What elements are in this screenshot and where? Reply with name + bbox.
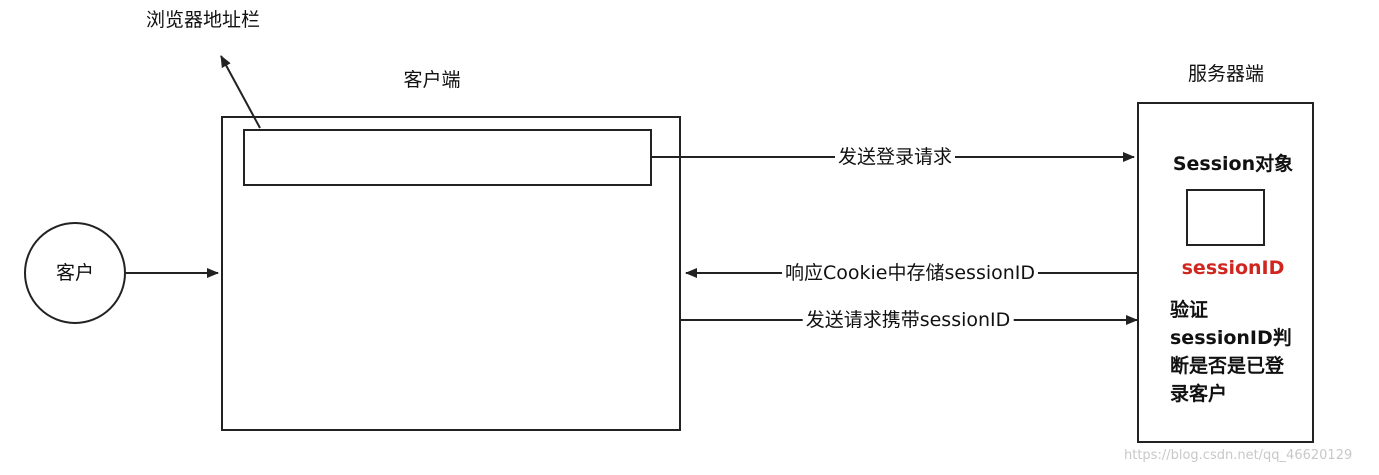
response-cookie-label: 响应Cookie中存储sessionID <box>781 261 1039 285</box>
send-login-label: 发送登录请求 <box>834 145 956 169</box>
user-circle <box>24 222 126 324</box>
send-with-id-label: 发送请求携带sessionID <box>802 308 1014 332</box>
verify-line: sessionID判 <box>1170 327 1292 349</box>
verify-line: 断是否是已登 <box>1170 355 1285 377</box>
verify-line: 录客户 <box>1170 383 1228 405</box>
session-object-box <box>1186 189 1265 246</box>
watermark: https://blog.csdn.net/qq_46620129 <box>1124 448 1353 463</box>
user-label: 客户 <box>55 262 95 284</box>
address-bar-label: 浏览器地址栏 <box>146 9 261 31</box>
verify-line: 验证 <box>1170 299 1209 321</box>
address-bar-box <box>243 129 652 186</box>
session-id-label: sessionID <box>1181 257 1285 279</box>
verify-note: 验证 sessionID判 断是否是已登 录客户 <box>1170 296 1310 408</box>
server-side-label: 服务器端 <box>1187 63 1265 85</box>
client-side-label: 客户端 <box>403 69 461 91</box>
server-box <box>1137 102 1314 443</box>
address-bar-pointer-arrow <box>220 55 261 129</box>
session-object-label: Session对象 <box>1172 153 1294 175</box>
